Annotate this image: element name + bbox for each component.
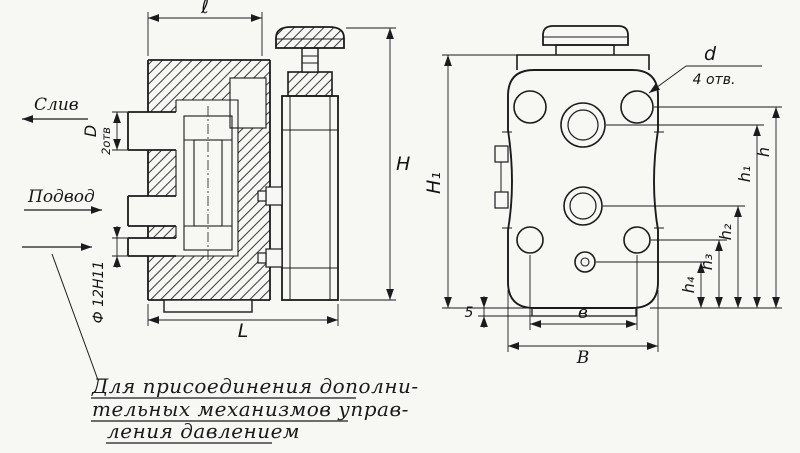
port-label-drain: Слив	[34, 95, 79, 115]
ext-lines-ell	[147, 12, 263, 56]
screw-threads	[302, 55, 318, 64]
connector-upper	[265, 186, 283, 206]
ext-lines-H1	[442, 54, 534, 309]
central-bore	[176, 100, 238, 256]
handwheel-front	[542, 25, 629, 46]
flange-ticks	[502, 131, 664, 229]
note-leader-line	[51, 253, 99, 381]
supply-port-mouth	[127, 195, 176, 227]
ext-lines-V	[507, 290, 659, 352]
bottom-port-opening	[126, 238, 176, 256]
dim-label-h2: h₂	[716, 223, 735, 240]
base-plate	[163, 299, 253, 313]
note-line-2: тельных механизмов управ-	[92, 397, 409, 421]
side-view-inner-detail	[163, 77, 267, 313]
ext-lines-h-series	[596, 106, 782, 309]
ext-lines-f12	[112, 237, 128, 257]
top-notch-outline	[229, 77, 267, 129]
note-block: Для присоединения дополни- тельных механ…	[91, 374, 419, 444]
note-line-1: Для присоединения дополни-	[91, 374, 419, 398]
leader-d	[648, 65, 687, 94]
ext-lines-L	[147, 304, 339, 326]
bolt-hole-bottom-right	[623, 226, 651, 254]
dim-label-2otv: 2отв	[99, 127, 113, 155]
ext-lines-5	[478, 308, 532, 317]
dim-label-L: L	[238, 320, 249, 342]
dim-label-f12h11: Ф 12Н11	[91, 261, 107, 324]
bracket-tab-upper	[494, 145, 509, 163]
connector-lower-tip	[257, 252, 267, 264]
actuator-inner-lines	[282, 96, 338, 300]
small-hole-outer	[574, 251, 596, 273]
port-label-supply: Подвод	[27, 187, 95, 207]
dim-label-D: D	[81, 125, 100, 137]
bolt-hole-top-left	[513, 90, 547, 124]
dim-label-h1: h₁	[735, 166, 754, 183]
port-circle-mid-inner	[569, 192, 597, 220]
drain-port-opening	[126, 112, 176, 150]
front-view: H₁ 5 в В d 4 отв. h h₁ h₂ h₃ h₄	[423, 25, 782, 368]
dim-label-H1: H₁	[423, 172, 445, 194]
connector-upper-tip	[257, 190, 267, 202]
front-view-body	[494, 25, 664, 317]
bottom-boss	[531, 307, 637, 317]
dim-label-h: h	[754, 147, 773, 157]
ext-lines-v	[529, 255, 638, 330]
top-plate	[516, 54, 650, 70]
side-connectors	[257, 186, 283, 268]
supply-port-opening	[126, 196, 176, 226]
dim-label-h3: h₃	[697, 254, 716, 271]
cap-neck	[555, 44, 615, 55]
bottom-port-mouth	[127, 237, 176, 257]
dim-label-5: 5	[465, 305, 474, 321]
side-view-dimensions	[22, 12, 396, 381]
front-view-holes	[513, 90, 654, 273]
small-hole-inner	[580, 257, 590, 267]
dim-label-V: В	[576, 348, 590, 368]
bracket-tab-lower	[494, 191, 509, 209]
dim-label-4otv: 4 отв.	[693, 72, 736, 88]
dim-label-H: H	[396, 153, 410, 175]
left-bracket	[494, 145, 509, 209]
port-circle-top-inner	[567, 109, 599, 141]
note-underlines	[91, 397, 356, 444]
dim-label-v: в	[578, 303, 588, 323]
actuator-assembly	[257, 26, 345, 301]
drain-port-mouth	[127, 111, 176, 151]
ext-lines-H	[340, 27, 396, 301]
bolt-hole-bottom-left	[516, 226, 544, 254]
dim-label-h4: h₄	[679, 276, 698, 293]
front-view-dimensions	[442, 54, 782, 352]
bolt-hole-top-right	[620, 90, 654, 124]
handwheel-knob	[275, 26, 345, 49]
connector-lower	[265, 248, 283, 268]
gland-nut	[287, 71, 333, 97]
note-line-3: ления давлением	[107, 419, 300, 443]
port-circle-mid-outer	[563, 186, 603, 226]
top-notch	[230, 78, 266, 128]
spool-lands	[184, 139, 232, 227]
ext-lines-D	[112, 111, 128, 151]
port-circle-top-outer	[560, 102, 606, 148]
handwheel-ridge	[276, 38, 344, 49]
screw-stem	[301, 47, 319, 73]
dim-label-ell: ℓ	[200, 0, 209, 18]
dim-label-d: d	[704, 43, 717, 65]
bore-outline	[176, 99, 239, 257]
side-view-cavities	[126, 78, 266, 256]
side-view-body-outline	[127, 59, 271, 301]
side-view: ℓ H L D 2отв Ф 12Н11 Слив Подвод	[22, 0, 410, 381]
